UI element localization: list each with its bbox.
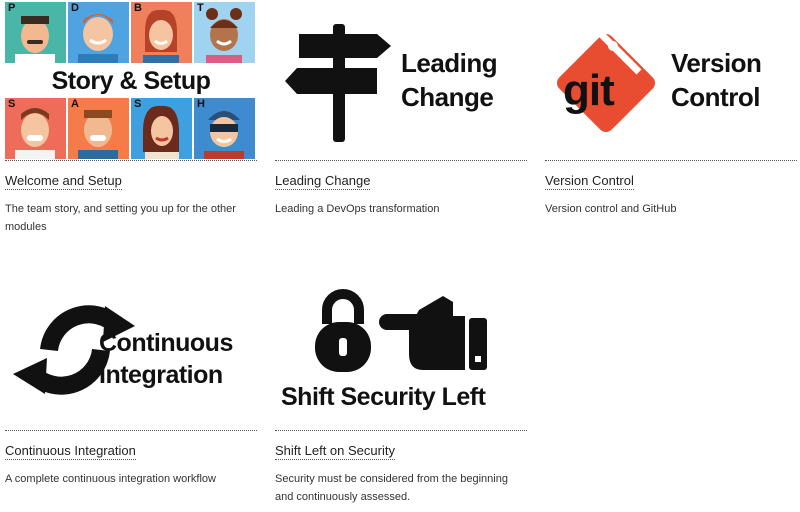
module-card-welcome[interactable]: P D B (5, 2, 257, 236)
tile-letter: P (8, 2, 16, 14)
module-description: Leading a DevOps transformation (275, 203, 440, 215)
module-card-continuous-integration[interactable]: Continuous Integration Continuous Integr… (5, 272, 257, 488)
person-avatar-icon (78, 110, 118, 159)
cycle-arrows-icon (13, 305, 135, 395)
thumbnail-heading-line1: Leading (401, 48, 498, 78)
thumbnail-heading-line2: Integration (99, 361, 223, 389)
module-title-link[interactable]: Continuous Integration (5, 443, 136, 460)
module-card-leading-change[interactable]: Leading Change Leading Change Leading a … (275, 2, 527, 218)
avatar-tile-d: D (68, 2, 129, 63)
padlock-icon (315, 289, 371, 372)
card-divider (275, 430, 527, 431)
module-title-link[interactable]: Shift Left on Security (275, 443, 395, 460)
git-logo-icon (556, 31, 656, 133)
card-divider (5, 430, 257, 431)
tile-letter: A (71, 98, 79, 110)
card-divider (545, 160, 797, 161)
module-title-link[interactable]: Version Control (545, 173, 634, 190)
module-description: A complete continuous integration workfl… (5, 473, 216, 485)
avatar-tile-p: P (5, 2, 66, 63)
module-thumbnail-continuous-integration[interactable]: Continuous Integration (5, 272, 257, 430)
git-logo-text: git (563, 66, 615, 115)
module-description: The team story, and setting you up for t… (5, 203, 236, 233)
person-avatar-icon (15, 108, 55, 159)
person-avatar-icon (143, 105, 179, 159)
card-divider (275, 160, 527, 161)
card-divider (5, 160, 257, 161)
module-description: Security must be considered from the beg… (275, 473, 508, 503)
tile-letter: T (197, 2, 204, 14)
person-avatar-icon (204, 111, 244, 159)
signpost-icon (285, 24, 391, 142)
person-avatar-icon (78, 14, 118, 63)
module-thumbnail-welcome[interactable]: P D B (5, 2, 257, 160)
module-card-shift-left[interactable]: Shift Security Left Shift Left on Securi… (275, 272, 527, 506)
tile-letter: S (134, 98, 142, 110)
avatar-tile-s2: S (131, 98, 192, 159)
tile-letter: H (197, 98, 205, 110)
module-title-link[interactable]: Welcome and Setup (5, 173, 122, 190)
avatar-tile-b: B (131, 2, 192, 63)
avatar-tile-a: A (68, 98, 129, 159)
avatar-tile-t: T (194, 2, 255, 63)
tile-letter: D (71, 2, 79, 14)
avatar-tile-h: H (194, 98, 255, 159)
person-avatar-icon (206, 8, 242, 63)
module-title-link[interactable]: Leading Change (275, 173, 371, 190)
module-thumbnail-version-control[interactable]: git Version Control (545, 2, 797, 160)
module-thumbnail-leading-change[interactable]: Leading Change (275, 2, 527, 160)
avatar-tile-s: S (5, 98, 66, 159)
person-avatar-icon (143, 9, 179, 63)
module-thumbnail-shift-left[interactable]: Shift Security Left (275, 272, 527, 430)
thumbnail-heading-line2: Control (671, 82, 760, 112)
tile-letter: B (134, 2, 142, 14)
module-description: Version control and GitHub (545, 203, 677, 215)
thumbnail-heading: Shift Security Left (281, 383, 486, 411)
tile-letter: S (8, 98, 16, 110)
thumbnail-heading-line2: Change (401, 82, 494, 112)
module-card-version-control[interactable]: git Version Control Version Control Vers… (545, 2, 797, 218)
thumbnail-heading-line1: Continuous (99, 329, 233, 357)
pointing-hand-icon (379, 296, 487, 370)
thumbnail-heading-line1: Version (671, 48, 762, 78)
person-avatar-icon (15, 16, 55, 63)
thumbnail-heading: Story & Setup (5, 64, 257, 98)
